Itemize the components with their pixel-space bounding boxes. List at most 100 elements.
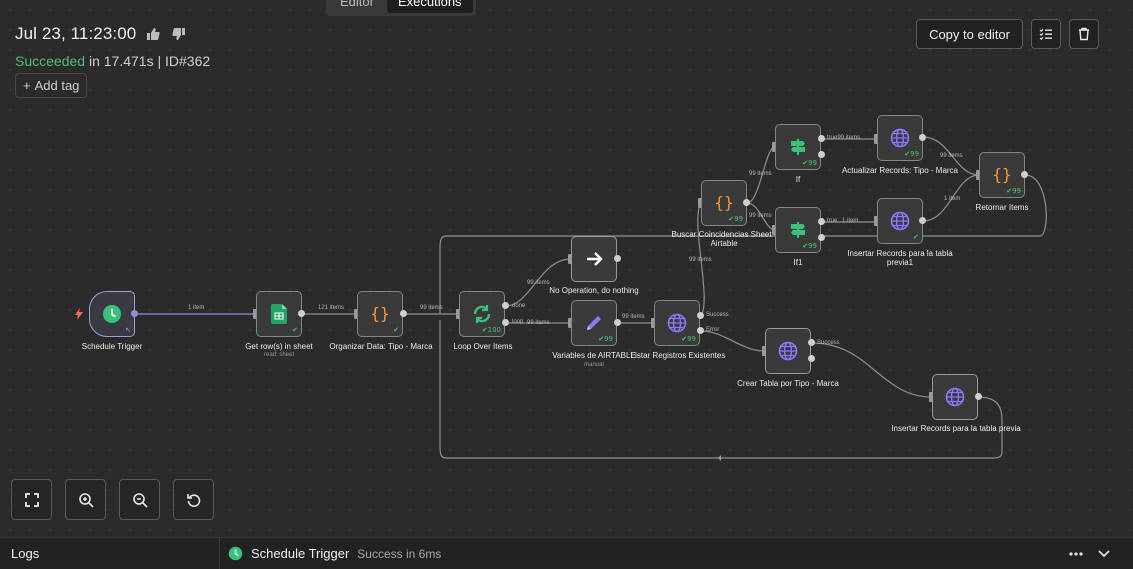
input-port[interactable] <box>253 309 257 319</box>
node-loop-over-items[interactable]: ✔100 <box>459 291 505 337</box>
execution-status-row: Succeeded in 17.471s | ID#362 <box>15 53 210 69</box>
edge-act-ret <box>922 136 980 176</box>
node-label: Insertar Records para la tabla previa <box>891 424 1021 433</box>
input-port[interactable] <box>874 134 878 144</box>
node-label: Loop Over Items <box>453 342 513 351</box>
edge-label-success: Success <box>817 340 840 346</box>
port[interactable] <box>919 217 926 224</box>
workflow-canvas[interactable]: Editor Executions Jul 23, 11:23:00 Succe… <box>0 0 1133 537</box>
input-port[interactable] <box>456 309 460 319</box>
fit-view-icon <box>24 492 39 507</box>
node-insertar-records-previa1[interactable]: ✔ <box>877 198 923 244</box>
input-port[interactable] <box>762 346 766 356</box>
port[interactable] <box>743 199 750 206</box>
fit-view-button[interactable] <box>11 479 52 520</box>
edge-label-true: true99 items <box>827 135 860 141</box>
zoom-out-button[interactable] <box>119 479 160 520</box>
edge-label-loop: loop <box>512 319 524 325</box>
add-tag-label: Add tag <box>34 78 80 93</box>
node-no-operation[interactable] <box>571 236 617 282</box>
port[interactable] <box>614 319 621 326</box>
add-tag-button[interactable]: + Add tag <box>15 73 88 98</box>
port-loop[interactable] <box>502 319 509 326</box>
item-count: 99 <box>604 335 613 343</box>
tab-executions[interactable]: Executions <box>386 0 473 13</box>
execution-header: Jul 23, 11:23:00 Succeeded in 17.471s | … <box>15 24 210 69</box>
node-label: Actualizar Records: Tipo - Marca <box>841 166 959 175</box>
chevron-down-icon[interactable] <box>1097 549 1111 559</box>
check-icon: ✔ <box>913 233 919 241</box>
node-if[interactable]: ✔99 <box>775 124 821 170</box>
input-port[interactable] <box>976 170 980 180</box>
port-error[interactable] <box>808 355 815 362</box>
port[interactable] <box>975 393 982 400</box>
node-schedule-trigger[interactable]: ↖ <box>89 291 135 337</box>
port-true[interactable] <box>818 218 825 225</box>
zoom-in-icon <box>78 492 94 508</box>
input-port[interactable] <box>772 142 776 152</box>
globe-icon <box>667 313 687 333</box>
item-count: 99 <box>687 335 696 343</box>
reset-zoom-button[interactable] <box>173 479 214 520</box>
zoom-in-button[interactable] <box>65 479 106 520</box>
node-insertar-records-previa[interactable] <box>932 374 978 420</box>
port-false[interactable] <box>818 151 825 158</box>
node-organizar-data[interactable]: {} ✔ <box>357 291 403 337</box>
edge-label: 99 items <box>749 171 772 177</box>
globe-icon <box>945 387 965 407</box>
input-port[interactable] <box>568 254 572 264</box>
node-retornar-items[interactable]: {} ✔99 <box>979 152 1025 198</box>
signpost-icon <box>791 222 805 238</box>
input-port[interactable] <box>698 198 702 208</box>
port[interactable] <box>298 310 305 317</box>
item-count: 100 <box>487 326 501 334</box>
node-get-rows[interactable]: ✔ <box>256 291 302 337</box>
node-listar-registros[interactable]: ✔99 <box>654 300 700 346</box>
input-port[interactable] <box>874 216 878 226</box>
edge-label-error: Error <box>706 327 720 333</box>
node-variables-airtable[interactable]: ✔99 <box>571 300 617 346</box>
input-port[interactable] <box>651 318 655 328</box>
port-success[interactable] <box>697 312 704 319</box>
logs-actions <box>1069 549 1133 559</box>
port-done[interactable] <box>502 302 509 309</box>
checklist-button[interactable] <box>1031 19 1061 49</box>
more-options-icon[interactable] <box>1069 551 1083 557</box>
input-port[interactable] <box>929 392 933 402</box>
logs-bar: Logs Schedule Trigger Success in 6ms <box>0 537 1133 569</box>
node-subtitle: manual <box>584 362 604 368</box>
port-success[interactable] <box>808 339 815 346</box>
node-buscar-coincidencias[interactable]: {} ✔99 <box>701 180 747 226</box>
logs-title[interactable]: Logs <box>0 538 220 569</box>
port[interactable] <box>1021 171 1028 178</box>
log-entry[interactable]: Schedule Trigger Success in 6ms <box>220 546 1069 561</box>
port-false[interactable] <box>818 234 825 241</box>
edge-label: 99 items <box>749 213 772 219</box>
edge-label-true: true <box>827 218 838 224</box>
copy-to-editor-button[interactable]: Copy to editor <box>916 19 1023 49</box>
node-actualizar-records[interactable]: ✔99 <box>877 115 923 161</box>
input-port[interactable] <box>772 225 776 235</box>
port[interactable] <box>919 134 926 141</box>
svg-text:{}: {} <box>992 165 1011 184</box>
port[interactable] <box>131 310 138 317</box>
node-crear-tabla[interactable] <box>765 328 811 374</box>
item-count: 99 <box>808 159 817 167</box>
check-icon: ✔99 <box>1006 187 1021 195</box>
delete-button[interactable] <box>1069 19 1099 49</box>
port[interactable] <box>614 255 621 262</box>
thumbs-up-icon[interactable] <box>144 25 162 43</box>
execution-id: ID#362 <box>165 53 211 69</box>
thumbs-down-icon[interactable] <box>170 25 188 43</box>
input-port[interactable] <box>354 309 358 319</box>
tab-editor[interactable]: Editor <box>340 0 374 9</box>
zoom-controls <box>11 479 214 520</box>
edge-label: 1 item <box>188 305 205 311</box>
node-label: Retornar Items <box>975 203 1029 212</box>
log-node-name: Schedule Trigger <box>251 546 350 561</box>
port-error[interactable] <box>697 327 704 334</box>
port[interactable] <box>400 310 407 317</box>
input-port[interactable] <box>568 318 572 328</box>
node-if1[interactable]: ✔99 <box>775 207 821 253</box>
port-true[interactable] <box>818 135 825 142</box>
